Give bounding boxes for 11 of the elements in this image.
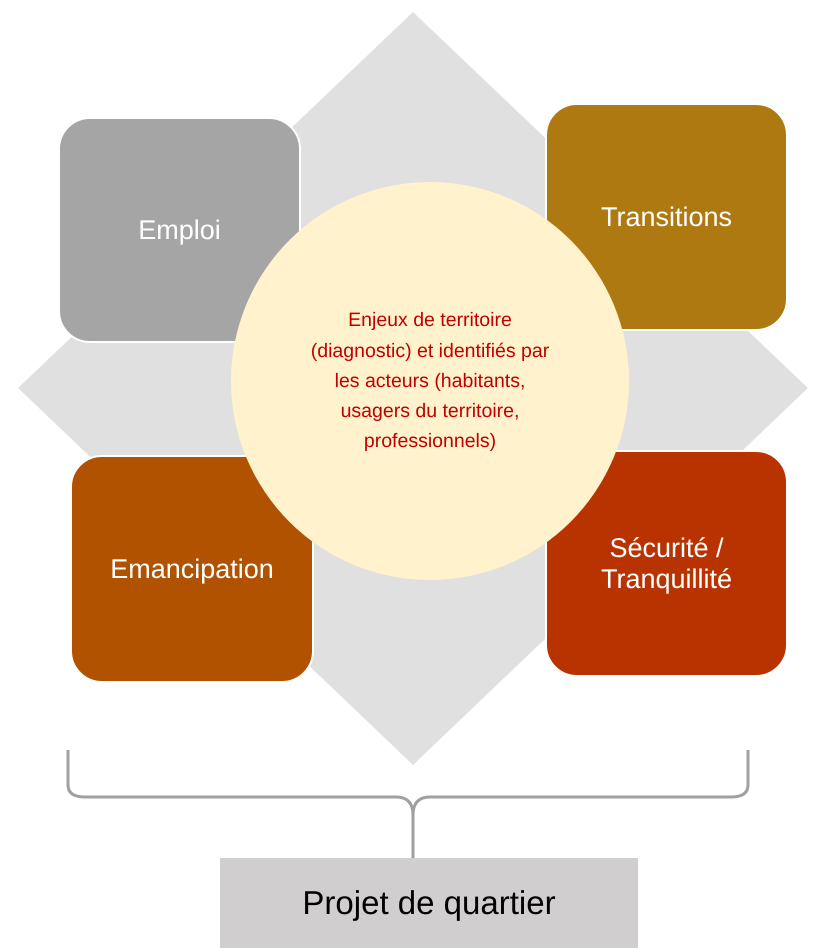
- topic-card: [58, 117, 301, 343]
- topic-card: [545, 103, 788, 331]
- result-box: [220, 858, 638, 948]
- topic-card: [70, 455, 314, 683]
- node-label: Enjeux de territoire (diagnostic) et identifiés par les acteurs (habitants, usagers du territoire, professionnels): [310, 308, 550, 454]
- node-label: Emancipation: [110, 554, 274, 584]
- topic-card: [545, 450, 788, 677]
- node-label: Projet de quartier: [302, 884, 556, 922]
- node-label: Sécurité / Tranquillité: [600, 532, 734, 594]
- node-label: Transitions: [600, 202, 732, 232]
- node-label: Emploi: [138, 214, 221, 246]
